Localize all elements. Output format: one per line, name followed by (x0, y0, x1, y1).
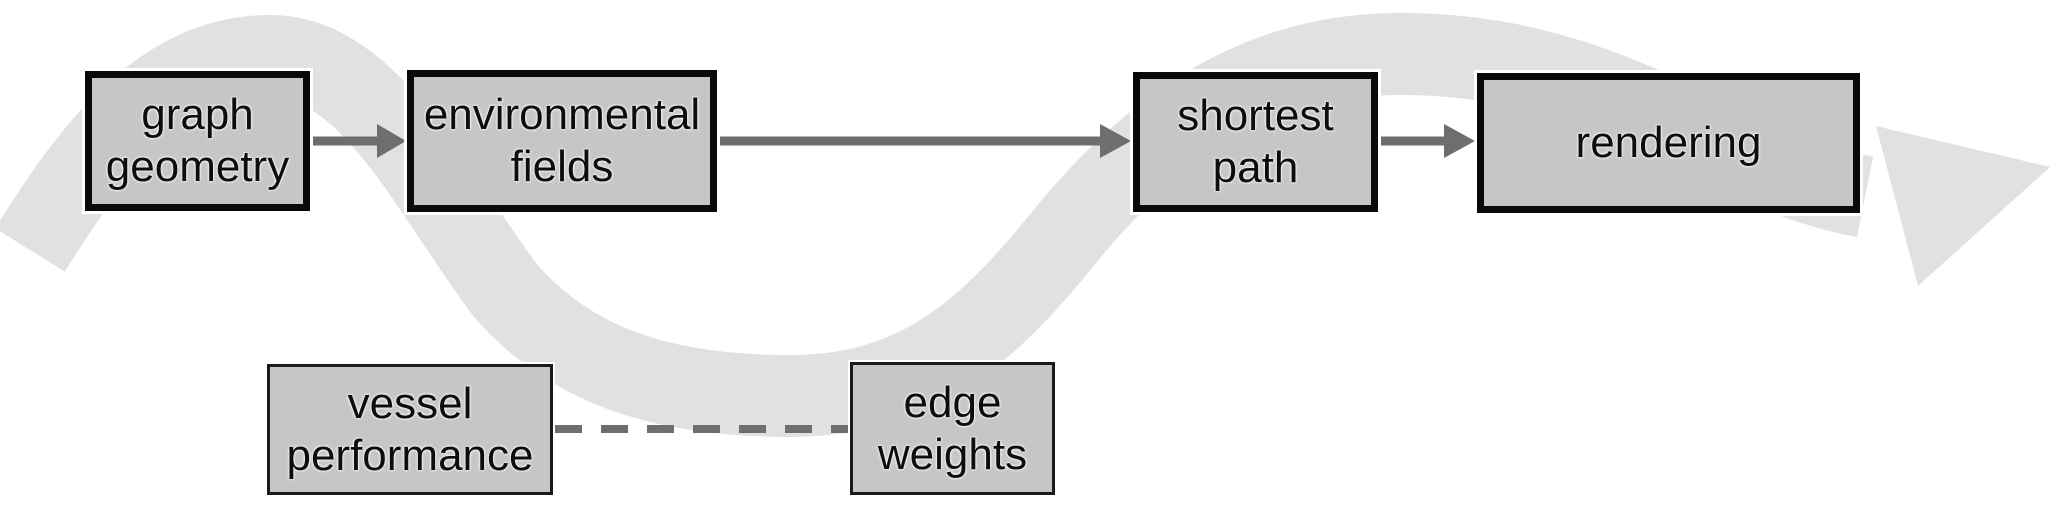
node-graph-geometry: graph geometry (85, 71, 310, 211)
arrowhead-icon (1100, 124, 1131, 158)
node-label: environmental fields (423, 90, 701, 191)
arrow-graph-to-environmental (310, 124, 406, 158)
node-label: vessel performance (286, 378, 534, 480)
node-vessel-performance: vessel performance (267, 364, 553, 495)
arrow-shortest-to-rendering (1378, 124, 1475, 158)
node-shortest-path: shortest path (1133, 72, 1378, 212)
node-label: shortest path (1177, 91, 1334, 192)
node-rendering: rendering (1477, 73, 1860, 213)
flow-ribbon-arrowhead (1876, 126, 2050, 286)
arrowhead-icon (377, 124, 406, 158)
node-environmental-fields: environmental fields (407, 70, 717, 212)
node-label: edge weights (877, 377, 1028, 479)
node-label: graph geometry (105, 90, 290, 191)
node-edge-weights: edge weights (850, 362, 1055, 495)
arrow-environmental-to-shortest (717, 124, 1131, 158)
arrowhead-icon (1444, 124, 1475, 158)
node-label: rendering (1575, 118, 1762, 167)
